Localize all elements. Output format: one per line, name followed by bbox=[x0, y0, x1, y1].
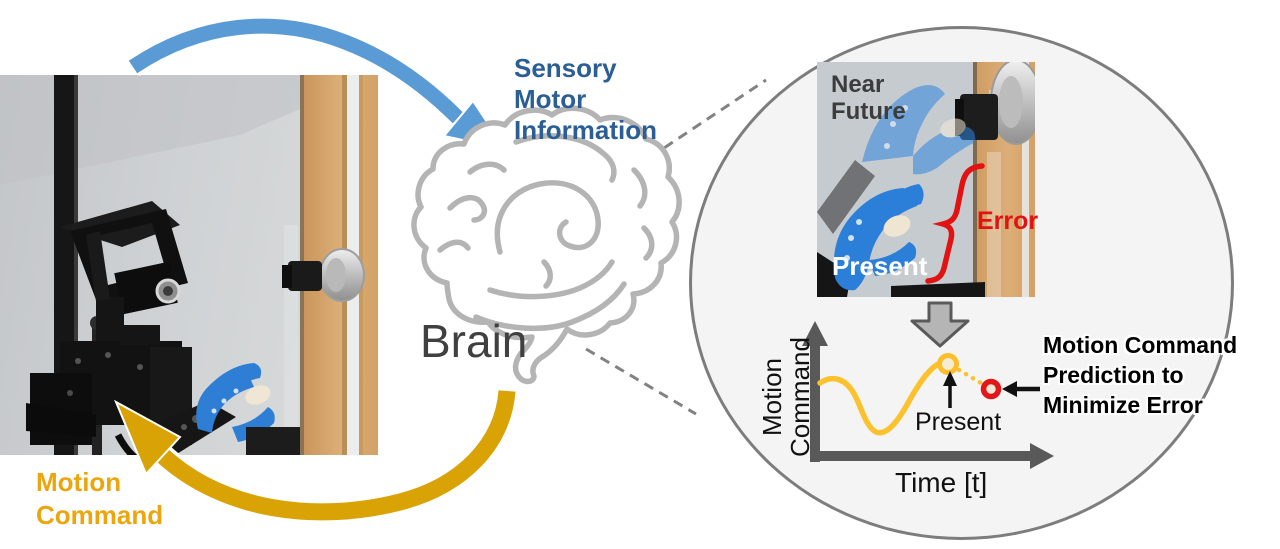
prediction-inset-photo: Near Future Present bbox=[817, 62, 1035, 297]
robot-camera-head bbox=[60, 201, 188, 359]
prediction-annotation: Motion Command Prediction to Minimize Er… bbox=[1043, 332, 1238, 418]
near-future-label: Near Future bbox=[831, 71, 906, 125]
chart-x-axis-label: Time [t] bbox=[895, 467, 988, 498]
present-state-label: Present bbox=[832, 251, 928, 281]
sensory-motor-information-label: Sensory Motor Information bbox=[514, 53, 657, 145]
floor-box bbox=[246, 427, 300, 455]
support-pole-edge bbox=[74, 75, 78, 455]
door-knob bbox=[282, 248, 365, 302]
motion-command-label: Motion Command bbox=[36, 467, 164, 530]
inset-door-knob bbox=[955, 62, 1035, 145]
inset-graphic bbox=[817, 62, 1035, 297]
present-gripper bbox=[817, 184, 924, 297]
brain-label: Brain bbox=[420, 315, 528, 367]
near-future-gripper bbox=[817, 85, 976, 234]
chart-y-axis-label: Motion Command bbox=[757, 337, 815, 457]
inset-table-bar bbox=[891, 282, 985, 297]
chart-present-label: Present bbox=[915, 408, 1002, 436]
robot-scene-photo bbox=[0, 75, 378, 455]
error-label: Error bbox=[977, 207, 1039, 235]
robot-scene-graphic bbox=[0, 75, 378, 455]
